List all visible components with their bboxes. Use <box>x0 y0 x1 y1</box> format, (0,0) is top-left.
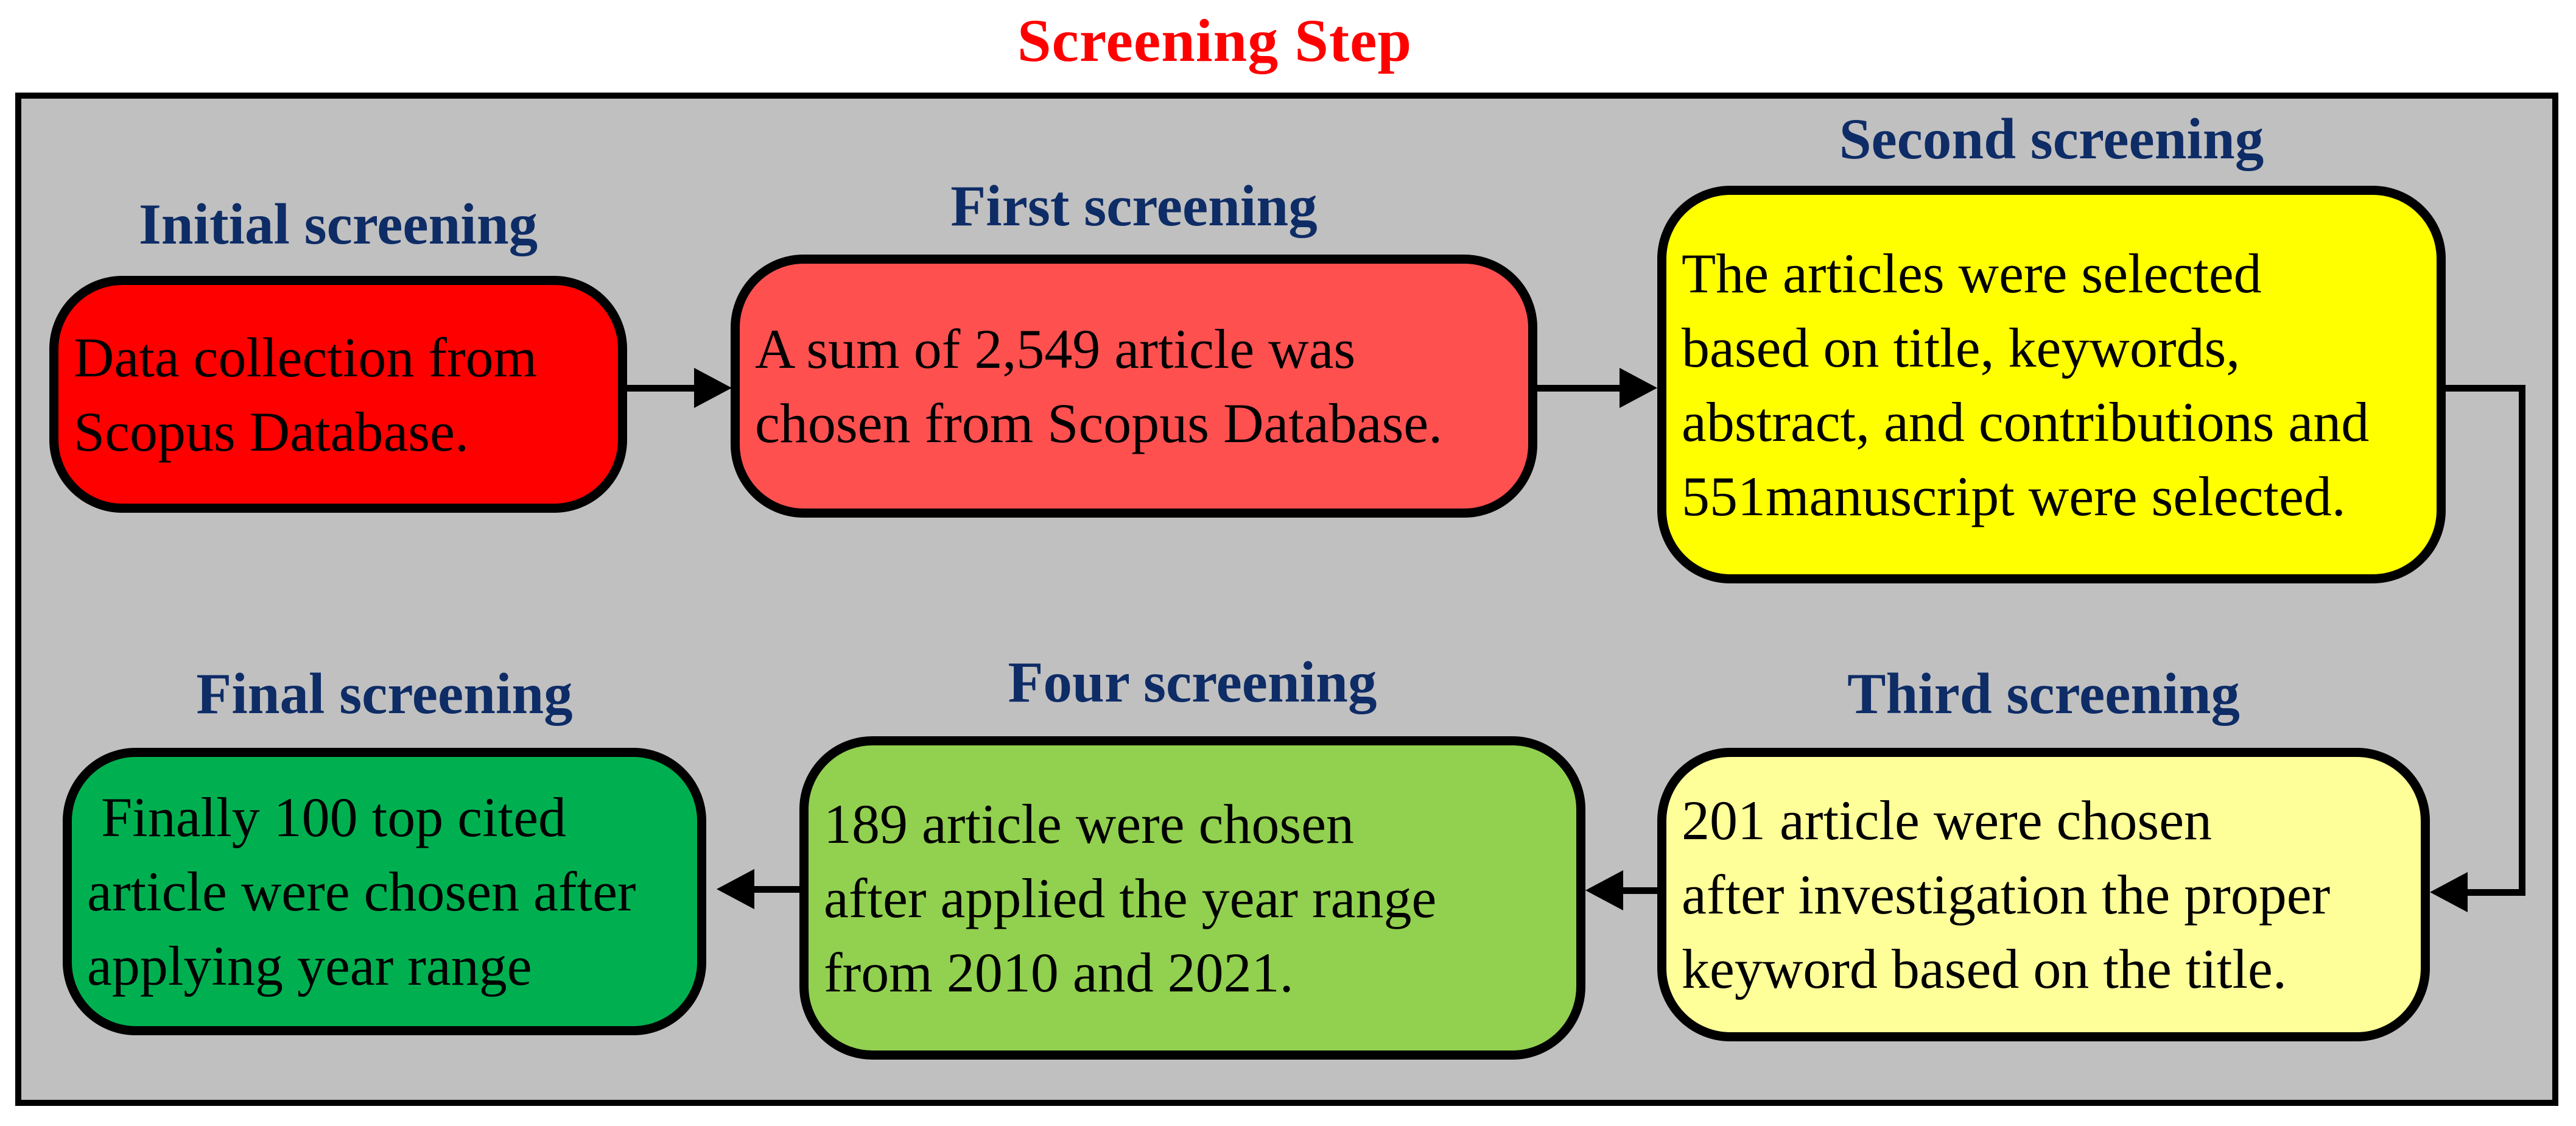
arrow-elbow-top-segment <box>2446 385 2525 392</box>
box-text-line: Data collection from <box>74 326 538 389</box>
arrow-head-left-icon <box>2430 872 2468 912</box>
arrow-line <box>752 886 799 893</box>
box-text-line: 551manuscript were selected. <box>1682 465 2346 527</box>
arrow-head-right-icon <box>1620 368 1657 408</box>
step-four-screening-label: Four screening <box>1008 650 1377 714</box>
step-initial-screening-label: Initial screening <box>138 192 538 256</box>
box-text-line: Scopus Database. <box>74 400 469 463</box>
box-text-line: 189 article were chosen <box>824 792 1355 855</box>
step-second-screening-box: The articles were selected based on titl… <box>1657 186 2446 583</box>
box-text-line: Finally 100 top cited <box>87 786 567 848</box>
box-text-line: 201 article were chosen <box>1682 789 2213 851</box>
arrow-line <box>627 385 698 392</box>
step-third-screening-box: 201 article were chosen after investigat… <box>1657 748 2430 1041</box>
step-first-screening-label: First screening <box>950 174 1318 238</box>
step-second-screening-label: Second screening <box>1839 107 2264 171</box>
box-text-line: after applied the year range <box>824 867 1437 929</box>
step-four-screening-box: 189 article were chosen after applied th… <box>799 736 1585 1060</box>
box-text-line: based on title, keywords, <box>1682 316 2241 379</box>
box-text-line: applying year range <box>87 935 532 997</box>
box-text-line: article were chosen after <box>87 860 636 923</box>
box-text-line: keyword based on the title. <box>1682 938 2287 1000</box>
box-text-line: chosen from Scopus Database. <box>755 392 1443 454</box>
step-final-screening-box: Finally 100 top cited article were chose… <box>63 748 706 1035</box>
step-final-screening-label: Final screening <box>196 661 573 726</box>
arrow-elbow-vertical-segment <box>2519 385 2525 896</box>
step-first-screening-box: A sum of 2,549 article was chosen from S… <box>731 255 1537 518</box>
box-text-line: after investigation the proper <box>1682 864 2331 926</box>
step-third-screening-label: Third screening <box>1847 661 2240 726</box>
arrow-head-right-icon <box>694 368 732 408</box>
arrow-head-left-icon <box>717 869 754 909</box>
box-text-line: from 2010 and 2021. <box>824 941 1294 1004</box>
arrow-line <box>1537 385 1622 392</box>
box-text-line: A sum of 2,549 article was <box>755 318 1356 380</box>
step-initial-screening-box: Data collection from Scopus Database. <box>49 276 627 513</box>
box-text-line: abstract, and contributions and <box>1682 390 2370 453</box>
diagram-title: Screening Step <box>1017 7 1413 74</box>
arrow-elbow-bottom-segment <box>2465 889 2525 896</box>
box-text-line: The articles were selected <box>1682 242 2262 304</box>
arrow-head-left-icon <box>1585 870 1623 910</box>
arrow-line <box>1621 887 1657 894</box>
